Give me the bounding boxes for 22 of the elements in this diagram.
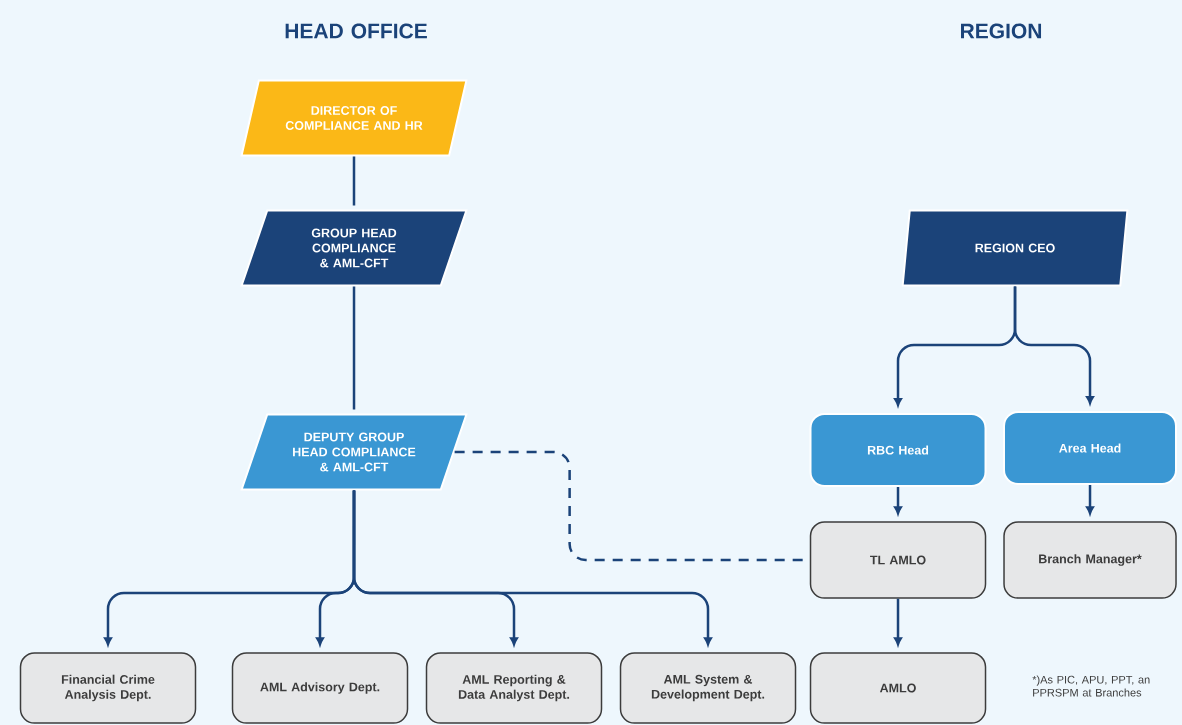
heading: REGION (961, 23, 1042, 39)
parallelogram-box: DIRECTOR OF COMPLIANCE AND HR (240, 79, 468, 157)
rounded-box: AML Reporting & Data Analyst Dept. (425, 652, 603, 724)
arrow (894, 487, 902, 515)
footnote: *)As PIC, APU, PPT, an PPRSPM at Branches (1032, 675, 1150, 697)
rounded-box: Financial Crime Analysis Dept. (19, 652, 197, 724)
rounded-box: Area Head (1003, 411, 1177, 485)
rounded-box: RBC Head (809, 413, 987, 487)
arrow (1086, 485, 1094, 515)
arrow (894, 598, 902, 646)
rounded-box: TL AMLO (809, 521, 987, 599)
rounded-box: AML Advisory Dept. (231, 652, 409, 724)
rounded-box: AML System & Development Dept. (619, 652, 797, 724)
rounded-box: AMLO (809, 652, 987, 724)
connector-line (352, 286, 356, 410)
connector-line (352, 156, 356, 206)
heading: HEAD OFFICE (285, 23, 427, 39)
parallelogram-box: REGION CEO (901, 209, 1129, 287)
dashed-line (454, 450, 806, 562)
arrow (1013, 286, 1094, 405)
arrow (352, 490, 712, 646)
rounded-box: Branch Manager* (1003, 521, 1177, 599)
